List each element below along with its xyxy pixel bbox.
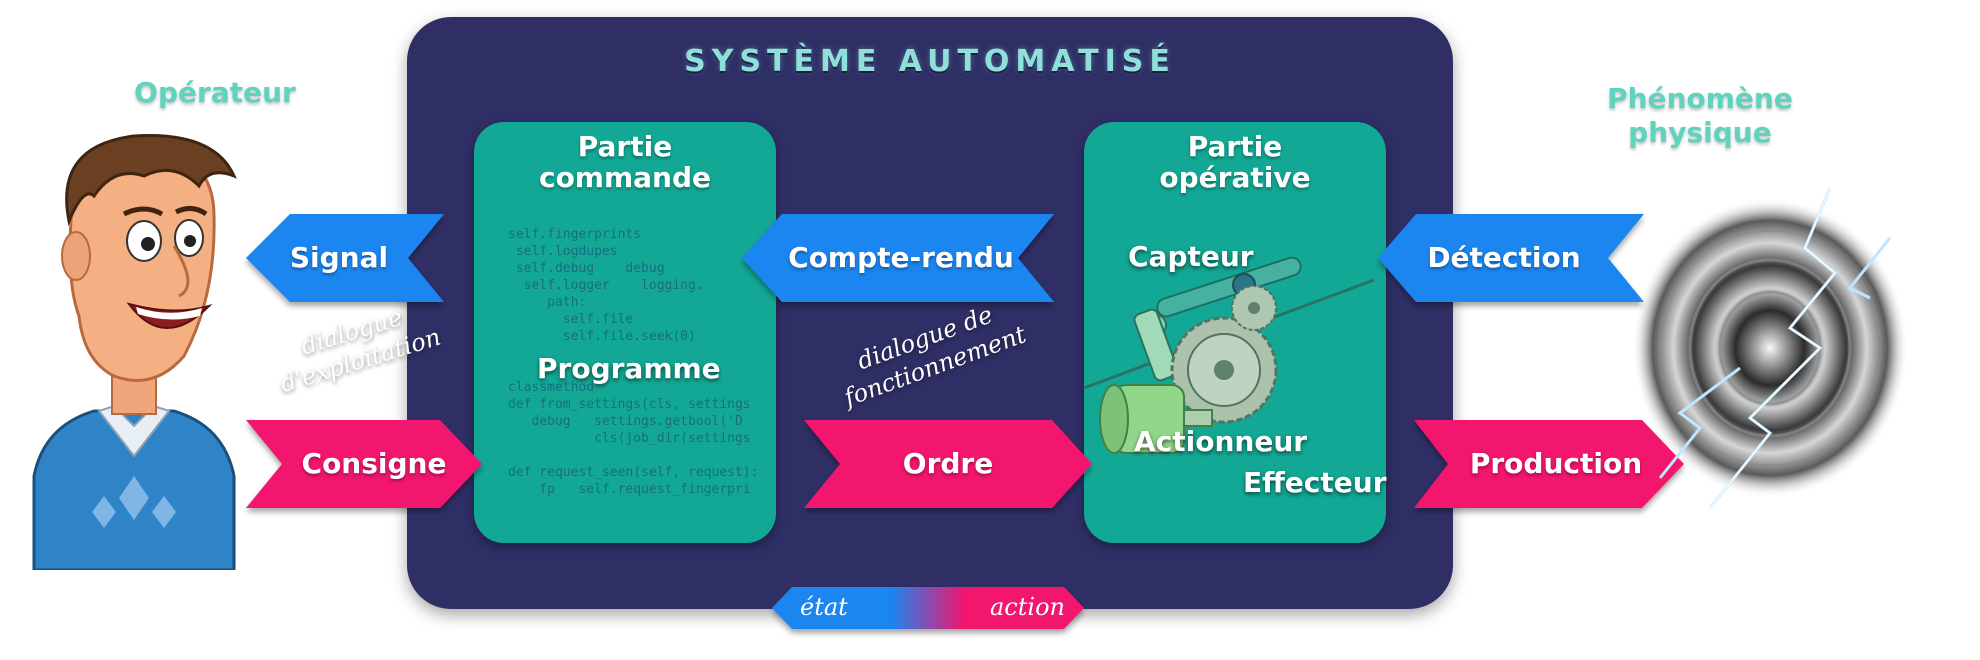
- program-label: Programme: [537, 352, 721, 385]
- phenomenon-title-line1: Phénomène: [1607, 82, 1793, 115]
- legend-state-label: état: [800, 593, 848, 621]
- motor: [1099, 384, 1213, 454]
- command-part-title-line2: commande: [538, 161, 712, 194]
- signal-arrow: [246, 214, 444, 302]
- code-line: classmethod: [508, 380, 595, 395]
- code-line: self.logdupes: [508, 244, 618, 259]
- code-line: path:: [508, 295, 587, 310]
- actuator-label: Actionneur: [1134, 425, 1308, 458]
- compte-rendu-label: Compte-rendu: [788, 241, 1014, 274]
- consigne-arrow: [246, 420, 482, 508]
- phenomenon-title-line2: physique: [1628, 116, 1772, 149]
- production-label: Production: [1469, 447, 1643, 480]
- effector-label: Effecteur: [1243, 466, 1387, 499]
- legend-arrow: [772, 587, 1084, 629]
- command-part-title-line1: Partie: [577, 130, 673, 163]
- code-line: self.logger logging.: [508, 278, 704, 293]
- detection-arrow: [1378, 214, 1644, 302]
- ordre-label: Ordre: [902, 447, 994, 480]
- system-title: SYSTÈME AUTOMATISÉ: [684, 44, 1176, 79]
- operator-title: Opérateur: [134, 76, 296, 109]
- detection-label: Détection: [1427, 241, 1581, 274]
- small-gear: [1231, 285, 1277, 331]
- signal-label: Signal: [289, 241, 389, 274]
- code-line: cls(job_dir(settings: [508, 431, 751, 446]
- operative-part-title: Partie opérative: [1084, 131, 1386, 193]
- code-line: def from_settings(cls, settings: [508, 397, 751, 412]
- command-part-title: Partie commande: [474, 131, 776, 193]
- legend-action-label: action: [990, 593, 1065, 621]
- phenomenon-illustration: [1632, 187, 1908, 509]
- operative-part-title-line1: Partie: [1187, 130, 1283, 163]
- ordre-arrow: [804, 420, 1092, 508]
- program-code-block: self.fingerprints self.logdupes self.deb…: [508, 226, 770, 526]
- code-line: self.file.seek(0): [508, 329, 696, 344]
- phenomenon-title: Phénomène physique: [1580, 82, 1820, 150]
- consigne-label: Consigne: [301, 447, 447, 480]
- code-line: def request_seen(self, request):: [508, 465, 759, 480]
- code-line: debug settings.getbool('D: [508, 414, 743, 429]
- operator-illustration: [32, 134, 237, 570]
- code-line: self.fingerprints: [508, 227, 642, 242]
- compte-rendu-arrow: [742, 214, 1054, 302]
- code-line: self.file: [508, 312, 634, 327]
- production-arrow: [1414, 420, 1684, 508]
- sensor-label: Capteur: [1128, 240, 1254, 273]
- code-line: self.debug debug: [508, 261, 665, 276]
- command-part-box: [474, 122, 776, 543]
- large-gear: [1170, 316, 1278, 424]
- operative-part-title-line2: opérative: [1159, 161, 1311, 194]
- code-line: fp self.request_fingerpri: [508, 482, 751, 497]
- mechanism-illustration: [1084, 256, 1375, 454]
